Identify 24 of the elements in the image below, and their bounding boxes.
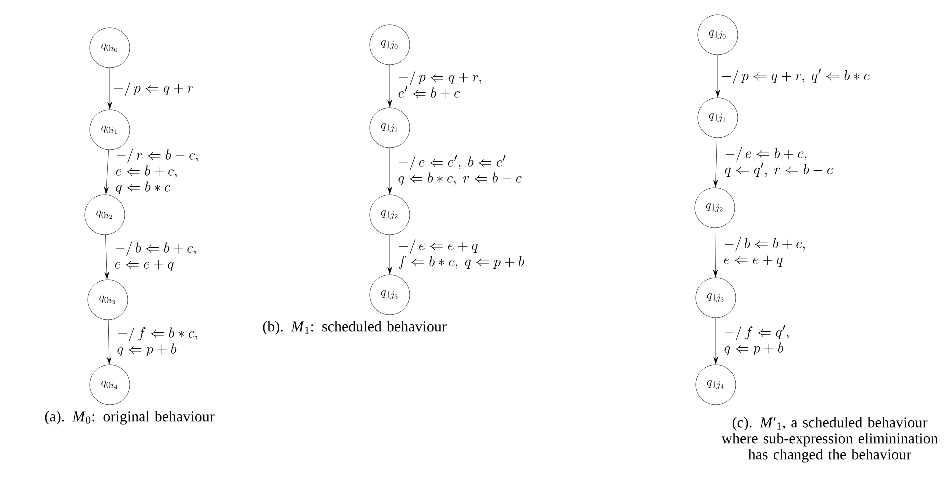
caption: (b). M$_{1}$: scheduled behaviour [263,321,447,335]
arrow [108,68,112,110]
edge-label: $\begin{array}{l}-/\,e \Leftarrow b+c,\\ q \Leftarrow q',\ r \Leftarrow b-c\end{array}$ [725,147,833,178]
arrow [714,318,718,364]
edge-label: $\begin{array}{l}-/\,p \Leftarrow q+r,\\ e' \Leftarrow b+c\end{array}$ [398,70,482,99]
edge-label: $\begin{array}{l}-/\,b \Leftarrow b+c,\\ e \Leftarrow e+q\end{array}$ [115,242,196,272]
edge-label: $\begin{array}{l}-/\,b \Leftarrow b+c,\\ e \Leftarrow e+q\end{array}$ [724,237,805,267]
arrow [716,55,720,98]
arrow [388,148,392,194]
arrow [714,138,718,188]
edge-label: $-/\,p \Leftarrow q+r,\ q' \Leftarrow b\ast c$ [722,69,870,84]
edge-label: $\begin{array}{l}-/\,e \Leftarrow e+q\\ f \Leftarrow b\ast c,\ q \Leftarrow p+b\end{array}$ [398,239,524,270]
arrow [388,235,392,274]
edge-label: $\begin{array}{l}-/\,f \Leftarrow q',\\ q \Leftarrow p+b\end{array}$ [724,325,789,356]
caption: (c). M′$_{1}$, a scheduled behaviour where sub-expression eliminination has changed the behaviour [722,417,938,463]
arrow [104,150,110,194]
edge-label: $\begin{array}{l}-/\,r \Leftarrow b-c,\\ e \Leftarrow b+c,\\ q \Leftarrow b\ast c\end{array}$ [116,148,198,194]
arrow [104,234,110,280]
edge-label: $-/\,p \Leftarrow q+r$ [114,82,194,96]
arrow [388,65,392,108]
edge-label: $\begin{array}{l}-/\,e \Leftarrow e',\ b \Leftarrow e'\\ q \Leftarrow b\ast c,\ r \Leftarrow b-c\end{array}$ [398,155,522,186]
arrow [713,228,718,278]
edge-label: $\begin{array}{l}-/\,f \Leftarrow b\ast c,\\ q \Leftarrow p+b\end{array}$ [118,326,198,356]
arrow [107,320,112,364]
